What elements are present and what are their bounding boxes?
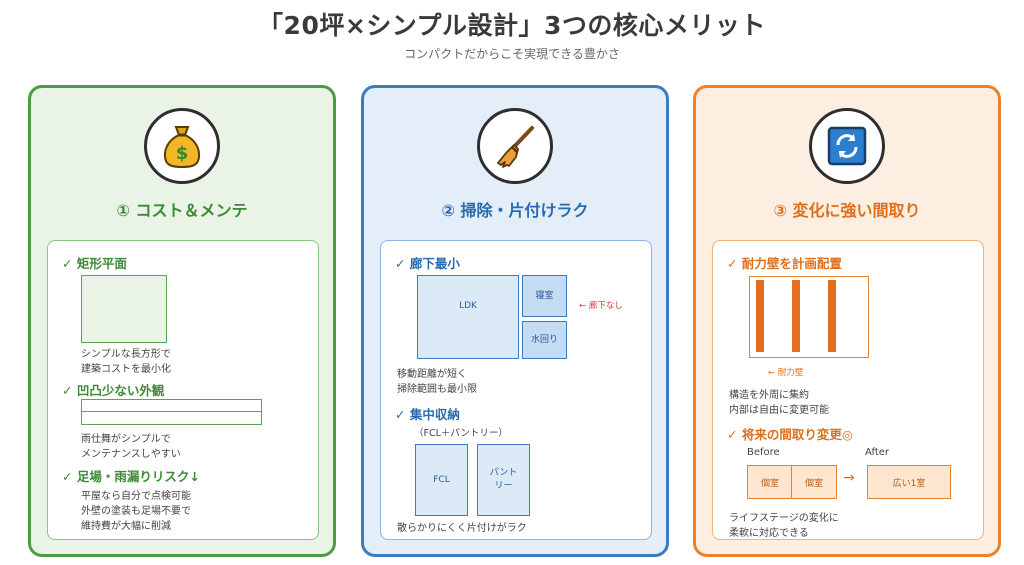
item-desc-line: メンテナンスしやすい	[81, 449, 181, 460]
no-hallway-note: ← 廊下なし	[579, 301, 623, 311]
facade-bar-illustration	[81, 412, 262, 425]
item-desc-line: 外壁の塗装も足場不要で	[81, 506, 191, 517]
item-desc-line: 内部は自由に変更可能	[729, 405, 829, 416]
item-desc-line: 雨仕舞がシンプルで	[81, 434, 171, 445]
item-heading: ✓ 耐力壁を計画配置	[727, 256, 842, 271]
card-cleaning: ② 掃除・片付けラク ✓ 廊下最小 LDK 寝室 水回り ← 廊下なし 移動距離…	[361, 85, 669, 557]
item-desc-line: 移動距離が短く	[397, 369, 467, 380]
item-desc-line: シンプルな長方形で	[81, 349, 171, 360]
broom-icon	[497, 126, 534, 168]
storage-fcl: FCL	[415, 444, 468, 516]
item-heading: ✓ 凹凸少ない外観	[62, 383, 165, 398]
item-desc-line: 柔軟に対応できる	[729, 528, 809, 539]
page-title: 「20坪×シンプル設計」3つの核心メリット	[258, 11, 766, 40]
floorplan-ldk: LDK	[417, 275, 519, 359]
icon-circle: $	[144, 108, 220, 184]
bearing-wall-note: ← 耐力壁	[768, 368, 804, 378]
item-desc-line: 散らかりにくく片付けがラク	[397, 523, 527, 534]
before-room: 個室	[747, 465, 793, 499]
card-cost-maintenance: $ ① コスト＆メンテ ✓ 矩形平面 シンプルな長方形で 建築コストを最小化 ✓…	[28, 85, 336, 557]
item-desc-line: 維持費が大幅に削減	[81, 521, 171, 532]
before-room: 個室	[791, 465, 837, 499]
storage-pantry: パント リー	[477, 444, 530, 516]
item-desc-line: 建築コストを最小化	[81, 364, 171, 375]
rectangle-plan-illustration	[81, 275, 167, 343]
card-title: ② 掃除・片付けラク	[441, 201, 589, 220]
card-inner-panel: ✓ 矩形平面 シンプルな長方形で 建築コストを最小化 ✓ 凹凸少ない外観 雨仕舞…	[47, 240, 319, 540]
floorplan-wet-area: 水回り	[522, 321, 567, 359]
after-room: 広い1室	[867, 465, 951, 499]
facade-bar-illustration	[81, 399, 262, 412]
svg-text:$: $	[176, 143, 189, 164]
item-heading: ✓ 足場・雨漏りリスク↓	[62, 469, 200, 484]
card-inner-panel: ✓ 耐力壁を計画配置 ← 耐力壁 構造を外周に集約 内部は自由に変更可能 ✓ 将…	[712, 240, 984, 540]
item-heading: ✓ 矩形平面	[62, 256, 127, 271]
bearing-wall	[756, 280, 764, 352]
bearing-wall	[792, 280, 800, 352]
wall-plan-frame	[749, 276, 869, 358]
item-heading: ✓ 集中収納	[395, 407, 460, 422]
page-subtitle: コンパクトだからこそ実現できる豊かさ	[404, 47, 620, 61]
card-title: ③ 変化に強い間取り	[773, 201, 921, 220]
card-title: ① コスト＆メンテ	[116, 201, 248, 220]
icon-circle	[809, 108, 885, 184]
item-desc-line: 掃除範囲も最小限	[397, 384, 477, 395]
item-subheading: （FCL＋パントリー）	[414, 428, 508, 439]
item-desc-line: 平屋なら自分で点検可能	[81, 491, 191, 502]
floorplan-bedroom: 寝室	[522, 275, 567, 317]
change-arrow: →	[843, 470, 855, 486]
card-flexible-layout: ③ 変化に強い間取り ✓ 耐力壁を計画配置 ← 耐力壁 構造を外周に集約 内部は…	[693, 85, 1001, 557]
item-heading: ✓ 廊下最小	[395, 256, 460, 271]
money-bag-icon: $	[163, 126, 201, 169]
card-inner-panel: ✓ 廊下最小 LDK 寝室 水回り ← 廊下なし 移動距離が短く 掃除範囲も最小…	[380, 240, 652, 540]
after-label: After	[865, 447, 890, 458]
item-desc-line: 構造を外周に集約	[729, 390, 809, 401]
item-desc-line: ライフステージの変化に	[729, 513, 839, 524]
item-heading: ✓ 将来の間取り変更◎	[727, 427, 853, 442]
refresh-icon	[827, 126, 867, 166]
before-label: Before	[747, 447, 780, 458]
icon-circle	[477, 108, 553, 184]
bearing-wall	[828, 280, 836, 352]
